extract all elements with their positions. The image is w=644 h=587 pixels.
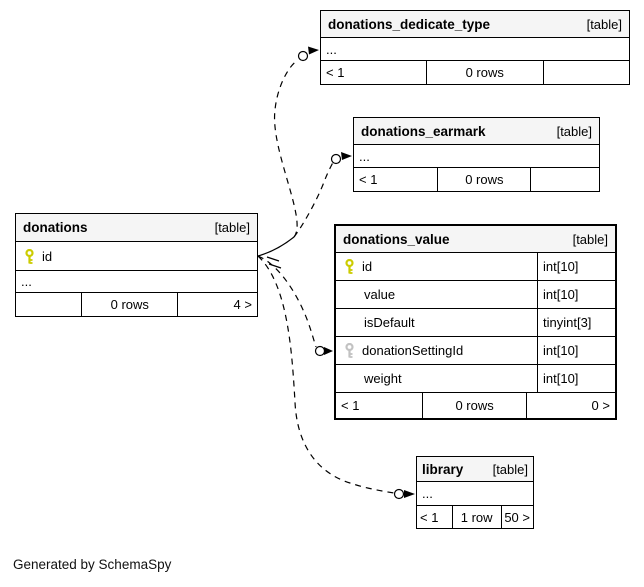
collapsed-columns-row: ...: [16, 271, 257, 293]
column-row-id[interactable]: id int[10]: [336, 253, 615, 281]
column-name: weight: [364, 371, 402, 386]
table-header[interactable]: donations_dedicate_type [table]: [321, 11, 629, 38]
table-name: donations: [23, 220, 88, 235]
table-footer: 0 rows 4 >: [16, 293, 257, 316]
arrowhead: [324, 347, 333, 355]
table-donations-dedicate-type[interactable]: donations_dedicate_type [table] ... < 1 …: [320, 10, 630, 85]
footer-row-count: 0 rows: [437, 168, 530, 191]
arrowhead: [404, 490, 415, 498]
column-name: isDefault: [364, 315, 415, 330]
table-donations-value[interactable]: donations_value [table] id int[10] value…: [334, 224, 617, 420]
primary-key-icon: [25, 248, 34, 264]
table-tag: [table]: [586, 16, 622, 32]
footer-row-count: 0 rows: [422, 393, 525, 418]
column-row-donationsettingid[interactable]: donationSettingId int[10]: [336, 337, 615, 365]
table-tag: [table]: [572, 231, 608, 247]
footer-parents: 0 >: [525, 393, 615, 418]
footer-parents: [542, 61, 629, 84]
table-name: donations_value: [343, 231, 450, 247]
table-header[interactable]: library [table]: [417, 457, 533, 482]
table-name: library: [422, 461, 464, 477]
table-donations[interactable]: donations [table] id ... 0 rows 4 >: [15, 213, 258, 317]
footer-parents: 4 >: [177, 293, 257, 316]
table-footer: < 1 0 rows 0 >: [336, 393, 615, 418]
edge-origin-crowfoot: [266, 256, 282, 269]
table-library[interactable]: library [table] ... < 1 1 row 50 >: [416, 456, 534, 529]
column-row-weight[interactable]: weight int[10]: [336, 365, 615, 393]
edge-donations-to-donations-dedicate-type: [273, 46, 319, 238]
footer-parents: [530, 168, 599, 191]
table-tag: [table]: [492, 461, 528, 477]
arrowhead: [341, 152, 352, 160]
table-footer: < 1 0 rows: [354, 168, 599, 191]
footer-children: < 1: [359, 172, 378, 187]
collapsed-columns-row: ...: [321, 38, 629, 61]
column-name: value: [364, 287, 396, 302]
footer-row-count: 0 rows: [81, 293, 177, 316]
open-dot: [314, 345, 326, 357]
table-name: donations_dedicate_type: [328, 16, 491, 32]
table-header[interactable]: donations_value [table]: [336, 226, 615, 253]
footer-parents: 50 >: [500, 506, 533, 528]
collapsed-columns-row: ...: [417, 482, 533, 506]
column-type: int[10]: [537, 253, 615, 280]
edge-donations-to-donations-value: [257, 255, 333, 357]
column-type: tinyint[3]: [537, 309, 615, 336]
column-row-isdefault[interactable]: isDefault tinyint[3]: [336, 309, 615, 337]
table-name: donations_earmark: [361, 123, 486, 139]
column-name: id: [42, 248, 53, 264]
column-name: donationSettingId: [362, 343, 464, 358]
column-type: int[10]: [537, 337, 615, 364]
column-row-id[interactable]: id: [16, 242, 257, 271]
column-name: id: [362, 259, 373, 274]
column-type: int[10]: [537, 365, 615, 392]
footer-children: < 1: [341, 398, 360, 413]
generator-note: Generated by SchemaSpy: [13, 557, 172, 572]
footer-row-count: 1 row: [451, 506, 501, 528]
footer-children: < 1: [326, 65, 345, 80]
table-donations-earmark[interactable]: donations_earmark [table] ... < 1 0 rows: [353, 117, 600, 192]
column-type: int[10]: [537, 281, 615, 308]
footer-children: < 1: [420, 509, 439, 525]
table-tag: [table]: [214, 220, 250, 235]
footer-row-count: 0 rows: [425, 61, 543, 84]
open-dot: [297, 50, 309, 62]
table-footer: < 1 0 rows: [321, 61, 629, 84]
table-header[interactable]: donations [table]: [16, 214, 257, 242]
collapsed-columns-row: ...: [354, 145, 599, 168]
primary-key-icon: [345, 259, 354, 274]
footer-children: [16, 293, 81, 316]
table-tag: [table]: [556, 123, 592, 139]
open-dot: [330, 153, 342, 165]
edge-origin-stub: [257, 236, 295, 257]
table-header[interactable]: donations_earmark [table]: [354, 118, 599, 145]
foreign-key-icon: [345, 343, 354, 358]
table-footer: < 1 1 row 50 >: [417, 506, 533, 528]
open-dot: [393, 488, 405, 500]
column-row-value[interactable]: value int[10]: [336, 281, 615, 309]
arrowhead: [308, 46, 319, 55]
